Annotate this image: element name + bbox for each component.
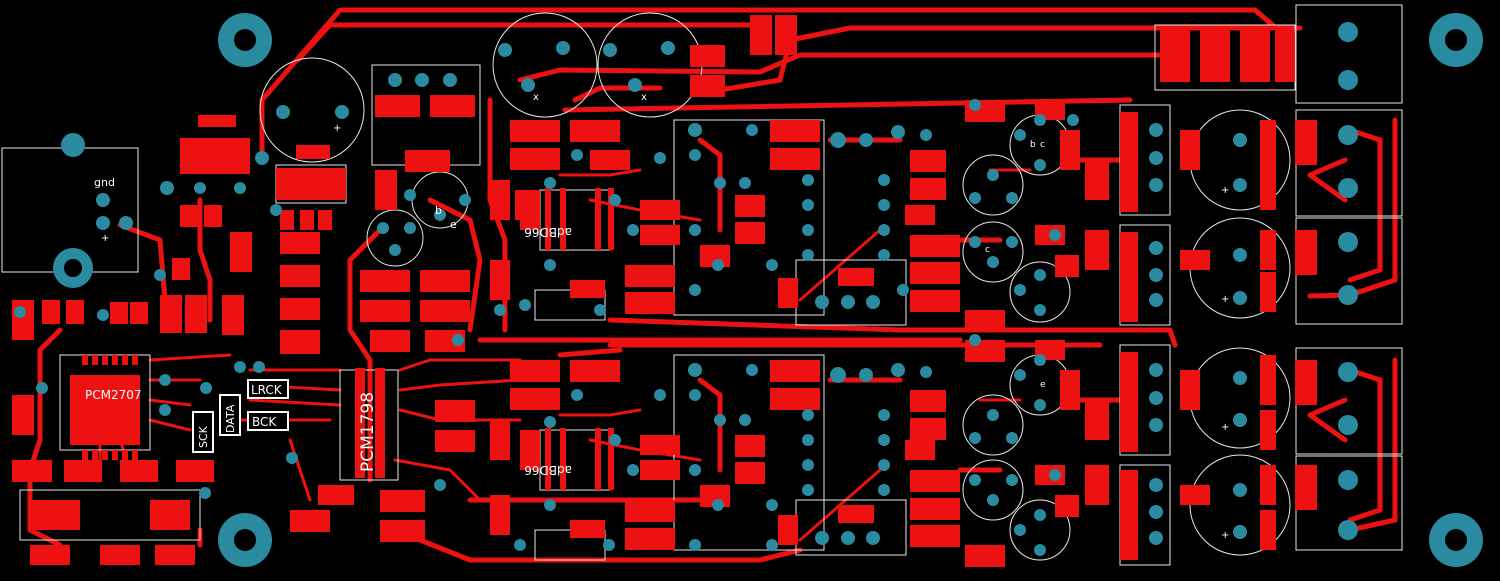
cap-x-label-1: x bbox=[533, 92, 539, 103]
bck-label: BCK bbox=[252, 415, 277, 429]
transistor-pin-e: e bbox=[450, 218, 457, 231]
cap-plus-label-1: + bbox=[333, 123, 341, 134]
pcm1798-label: PCM1798 bbox=[358, 392, 378, 472]
transistor-pin-e2: e bbox=[1040, 380, 1046, 390]
opamp-top-label: adBD66 bbox=[524, 225, 572, 239]
cap-plus-label-3: + bbox=[1221, 294, 1229, 305]
silkscreen-labels: gnd + PCM2707 LRCK BCK DATA SCK PCM1798 … bbox=[85, 92, 1229, 541]
opamp-bottom-label: adBD66 bbox=[524, 463, 572, 477]
pcm2707-label: PCM2707 bbox=[85, 388, 142, 402]
cap-plus-label-5: + bbox=[1221, 530, 1229, 541]
transistor-pin-c: c bbox=[1040, 140, 1045, 150]
ic-pins bbox=[82, 188, 614, 490]
through-hole-pads bbox=[14, 22, 1358, 556]
sck-label: SCK bbox=[197, 425, 210, 448]
plus-input-label: + bbox=[101, 233, 109, 244]
cap-plus-label-4: + bbox=[1221, 422, 1229, 433]
transistor-pin-b: b bbox=[435, 204, 442, 217]
transistor-pin-b2: b bbox=[1030, 140, 1036, 150]
cap-x-label-2: x bbox=[641, 92, 647, 103]
transistor-pin-c2: c bbox=[985, 245, 990, 255]
cap-plus-label-2: + bbox=[1221, 185, 1229, 196]
mounting-holes bbox=[53, 13, 1483, 567]
smd-pads bbox=[12, 15, 1317, 567]
lrck-label: LRCK bbox=[251, 383, 283, 397]
data-label: DATA bbox=[224, 404, 237, 433]
gnd-label: gnd bbox=[94, 176, 115, 189]
signal-label-boxes bbox=[192, 379, 289, 453]
